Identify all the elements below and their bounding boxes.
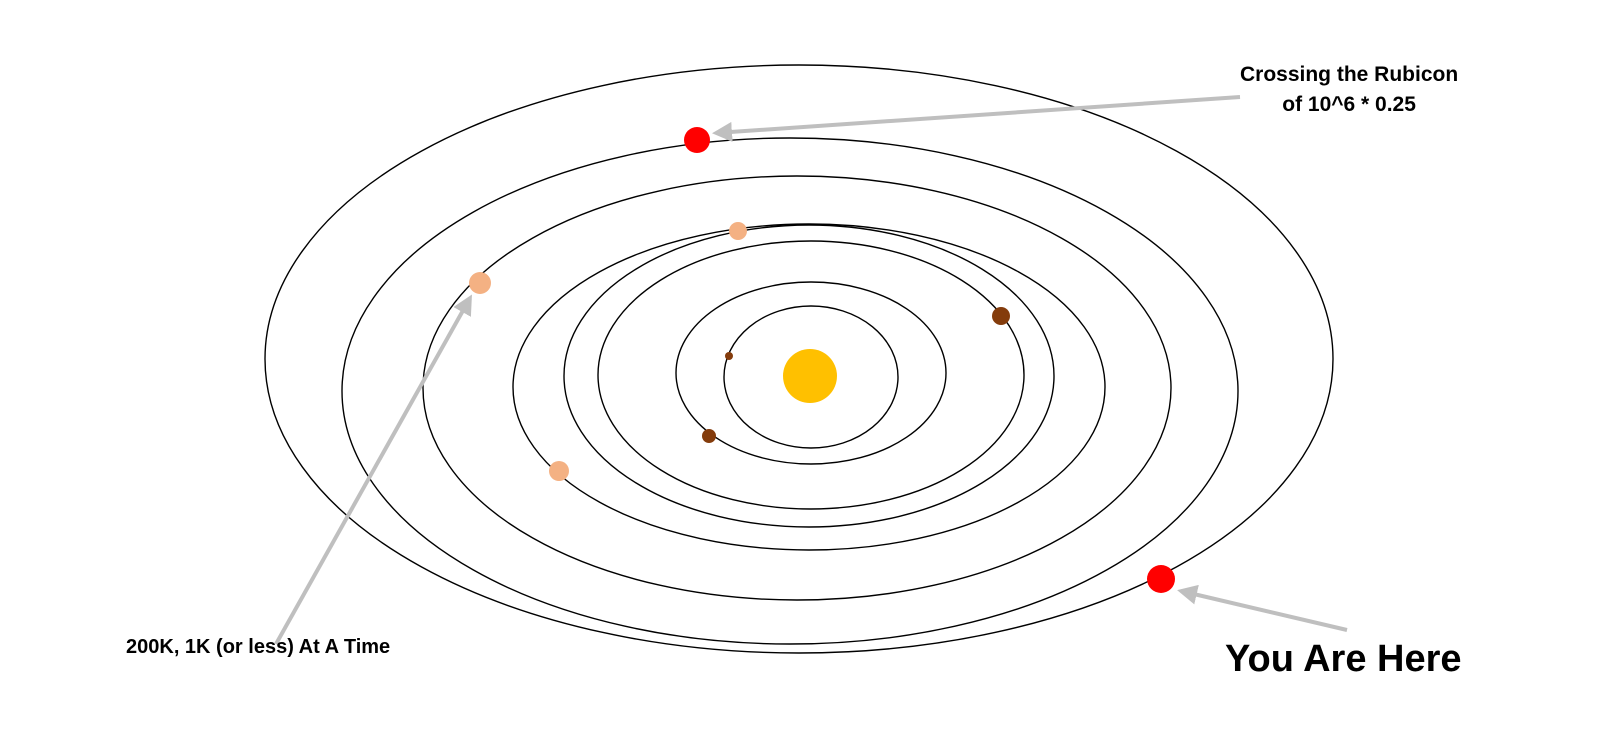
orbit-3: [675, 281, 947, 465]
orbit-5: [563, 224, 1055, 528]
you-are-here-label: You Are Here: [1225, 638, 1462, 680]
orbit-2: [723, 305, 899, 449]
rubicon-marker: [684, 127, 710, 153]
orbit-6: [512, 223, 1106, 551]
sun: [783, 349, 837, 403]
planet-left: [469, 272, 491, 294]
rubicon-pointer-arrow: [712, 95, 1241, 142]
rubicon-annotation-line2: of 10^6 * 0.25: [1282, 93, 1416, 116]
orbit-7: [422, 175, 1172, 601]
planet-lower-left: [549, 461, 569, 481]
batch-annotation: 200K, 1K (or less) At A Time: [126, 636, 391, 658]
orbit-8: [341, 137, 1239, 645]
you-are-here-marker: [1147, 565, 1175, 593]
rubicon-annotation: Crossing the Rubicon of 10^6 * 0.25: [1240, 60, 1458, 120]
batch-pointer-arrow: [274, 294, 472, 645]
planet-right: [992, 307, 1010, 325]
here-pointer-arrow: [1177, 584, 1348, 632]
orbit-9: [264, 64, 1334, 654]
planet-tiny: [725, 352, 733, 360]
planet-small-lower: [702, 429, 716, 443]
rubicon-annotation-line1: Crossing the Rubicon: [1240, 63, 1459, 86]
orbit-4: [597, 240, 1025, 510]
planet-top: [729, 222, 747, 240]
